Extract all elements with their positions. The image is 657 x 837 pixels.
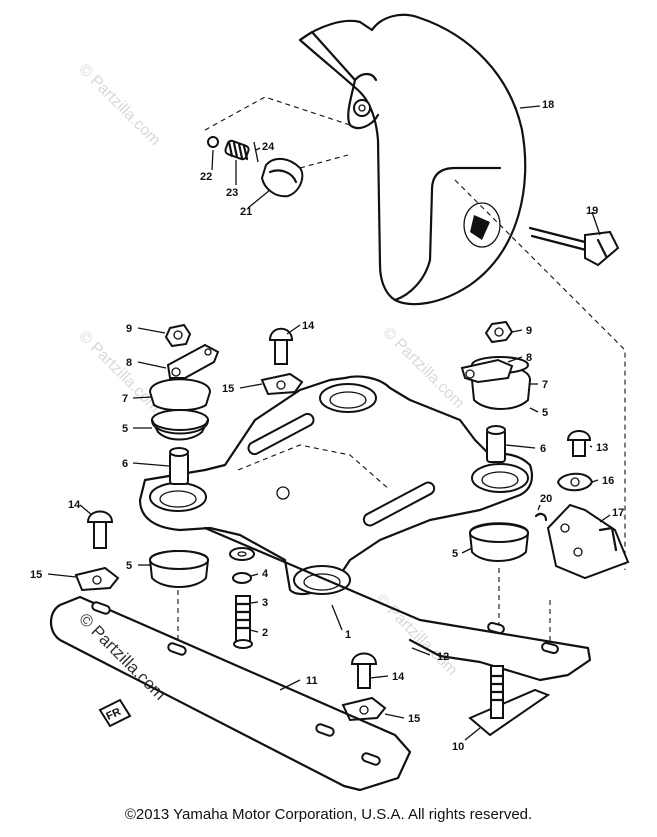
engine-bracket-1 bbox=[138, 375, 534, 596]
callout-21: 21 bbox=[240, 206, 252, 218]
callout-5-right-lower: 5 bbox=[452, 548, 458, 560]
watermark-2: © Partzilla.com bbox=[379, 324, 467, 412]
callout-5-left-upper: 5 bbox=[122, 423, 128, 435]
callout-5-left-lower: 5 bbox=[126, 560, 132, 572]
callout-6-left: 6 bbox=[122, 458, 128, 470]
callout-24: 24 bbox=[262, 141, 275, 153]
callout-numbers: 1 2 3 4 5 5 5 5 6 6 7 7 8 8 9 9 10 11 12… bbox=[30, 99, 624, 753]
callout-8-right: 8 bbox=[526, 352, 532, 364]
callout-7-right: 7 bbox=[542, 379, 548, 391]
callout-14-bottom: 14 bbox=[392, 671, 405, 683]
pin-24 bbox=[253, 141, 259, 163]
bolts-and-washers bbox=[74, 327, 594, 722]
fr-label: FR bbox=[104, 706, 122, 723]
bracket-10 bbox=[468, 665, 551, 737]
knob-21 bbox=[260, 157, 304, 198]
callout-12: 12 bbox=[437, 651, 449, 663]
clip-20 bbox=[534, 512, 548, 522]
callout-14-left: 14 bbox=[68, 499, 81, 511]
skid-plates bbox=[49, 526, 592, 792]
callout-15-bottom: 15 bbox=[408, 713, 420, 725]
front-direction-mark: FR bbox=[98, 698, 132, 728]
fan-shroud-18 bbox=[298, 13, 527, 306]
bracket-17 bbox=[534, 503, 630, 580]
callout-16: 16 bbox=[602, 475, 614, 487]
callout-14-top: 14 bbox=[302, 320, 315, 332]
callout-5-right-upper: 5 bbox=[542, 407, 548, 419]
callout-8-left: 8 bbox=[126, 357, 132, 369]
callout-11: 11 bbox=[306, 675, 318, 687]
watermark-3: © Partzilla.com bbox=[75, 328, 163, 416]
leader-lines bbox=[47, 105, 611, 741]
callout-6-right: 6 bbox=[540, 443, 546, 455]
copyright-notice: ©2013 Yamaha Motor Corporation, U.S.A. A… bbox=[124, 806, 533, 823]
callout-7-left: 7 bbox=[122, 393, 128, 405]
callout-3: 3 bbox=[262, 597, 268, 609]
nuts-and-plates bbox=[164, 320, 514, 384]
knob-assembly bbox=[207, 136, 304, 198]
callout-10: 10 bbox=[452, 741, 464, 753]
callout-4: 4 bbox=[262, 568, 269, 580]
callout-19: 19 bbox=[586, 205, 598, 217]
leader-dashes bbox=[204, 96, 626, 570]
callout-15-left: 15 bbox=[30, 569, 42, 581]
callout-18: 18 bbox=[542, 99, 554, 111]
washer-22 bbox=[207, 136, 219, 148]
callout-9-left: 9 bbox=[126, 323, 132, 335]
callout-15-top: 15 bbox=[222, 383, 234, 395]
callout-17: 17 bbox=[612, 507, 624, 519]
callout-13: 13 bbox=[596, 442, 608, 454]
watermark-1: © Partzilla.com bbox=[75, 61, 163, 149]
callout-9-right: 9 bbox=[526, 325, 532, 337]
callout-23: 23 bbox=[226, 187, 238, 199]
callout-20: 20 bbox=[540, 493, 552, 505]
bolt-2 bbox=[229, 547, 255, 649]
bolt-19 bbox=[528, 226, 620, 267]
spacers-6 bbox=[169, 425, 506, 485]
callout-1: 1 bbox=[345, 629, 351, 641]
callout-2: 2 bbox=[262, 627, 268, 639]
callout-22: 22 bbox=[200, 171, 212, 183]
